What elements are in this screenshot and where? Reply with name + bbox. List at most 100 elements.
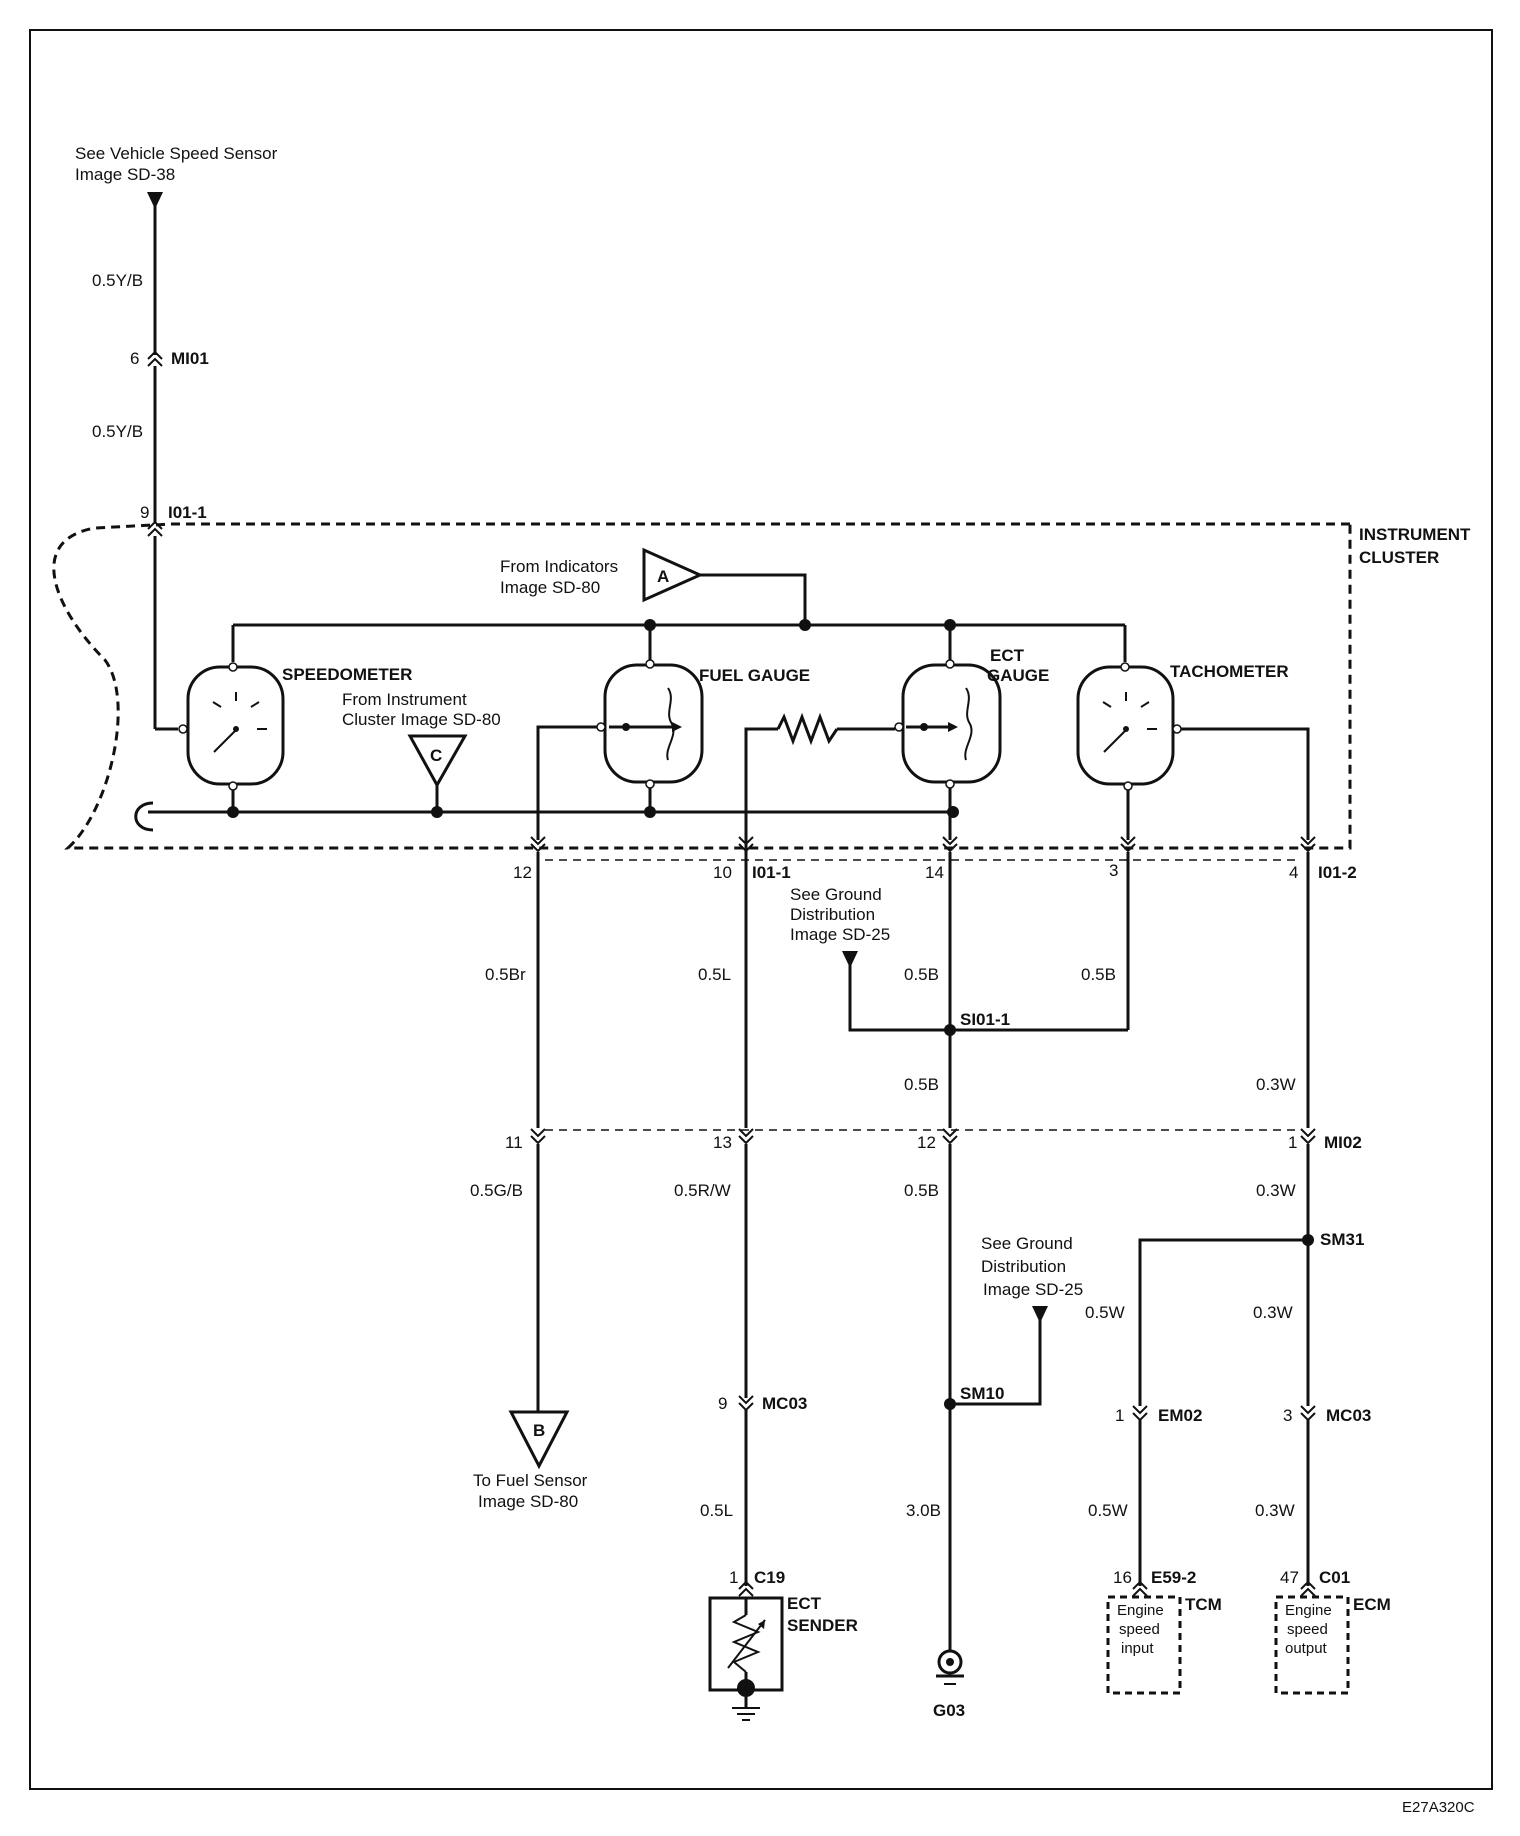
fuel-gauge bbox=[603, 663, 704, 784]
ground-ref1-line1: See Ground bbox=[790, 885, 882, 904]
ground-g03-label: G03 bbox=[933, 1701, 965, 1720]
fuel-sensor-ref-line2: Image SD-80 bbox=[478, 1492, 578, 1511]
pin-3-top: 3 bbox=[1109, 861, 1118, 880]
splice-sm31: SM31 bbox=[1320, 1230, 1364, 1249]
wire-label-l: 0.5L bbox=[698, 965, 731, 984]
offpage-b-triangle bbox=[508, 1410, 570, 1470]
wire-label-w6: 0.3W bbox=[1255, 1501, 1295, 1520]
speedometer bbox=[186, 665, 285, 786]
em02-label: EM02 bbox=[1158, 1406, 1202, 1425]
c19-pin: 1 bbox=[729, 1568, 738, 1587]
thermistor-icon bbox=[731, 1614, 761, 1673]
speedometer-dial-icon bbox=[212, 692, 267, 753]
ecm-box-line3: output bbox=[1285, 1640, 1328, 1657]
wire-label-gb: 0.5G/B bbox=[470, 1181, 523, 1200]
page-border bbox=[29, 29, 1493, 1790]
offpage-a-letter: A bbox=[657, 567, 669, 586]
ecm-label: ECM bbox=[1353, 1595, 1391, 1614]
offpage-c-letter: C bbox=[430, 746, 442, 765]
e59-2-pin: 16 bbox=[1113, 1568, 1132, 1587]
ect-sender-ground-icon bbox=[732, 1697, 760, 1721]
ect-gauge-label-2: GAUGE bbox=[987, 666, 1049, 685]
fuel-sensor-ref-line1: To Fuel Sensor bbox=[473, 1471, 588, 1490]
mi02-label: MI02 bbox=[1324, 1133, 1362, 1152]
c01-label: C01 bbox=[1319, 1568, 1350, 1587]
tcm-box-line3: input bbox=[1121, 1640, 1154, 1657]
mc03-a-pin: 9 bbox=[718, 1394, 727, 1413]
c01-pin: 47 bbox=[1280, 1568, 1299, 1587]
wire-label-rw: 0.5R/W bbox=[674, 1181, 731, 1200]
pin-4-top: 4 bbox=[1289, 863, 1298, 882]
c19-label: C19 bbox=[754, 1568, 785, 1587]
ground-ref1-line2: Distribution bbox=[790, 905, 875, 924]
diagram-code: E27A320C bbox=[1402, 1799, 1475, 1816]
e59-2-label: E59-2 bbox=[1151, 1568, 1196, 1587]
tachometer-dial-icon bbox=[1102, 692, 1157, 753]
splice-si01-1: SI01-1 bbox=[960, 1010, 1010, 1029]
tcm-label: TCM bbox=[1185, 1595, 1222, 1614]
wire-label-b3: 0.5B bbox=[904, 1075, 939, 1094]
mi01-pin: 6 bbox=[130, 349, 139, 368]
i01-1-bottom-label: I01-1 bbox=[752, 863, 791, 882]
wire-label-top1: 0.5Y/B bbox=[92, 271, 143, 290]
ic-ref-line2: Cluster Image SD-80 bbox=[342, 710, 501, 729]
indicators-ref-line2: Image SD-80 bbox=[500, 578, 600, 597]
fuel-gauge-label: FUEL GAUGE bbox=[699, 666, 810, 685]
mc03-b-pin: 3 bbox=[1283, 1406, 1292, 1425]
instrument-cluster-outline bbox=[52, 522, 1352, 850]
ecm-box bbox=[1274, 1595, 1350, 1695]
tachometer bbox=[1076, 665, 1175, 786]
offpage-a-triangle bbox=[642, 547, 704, 603]
i01-1-top-label: I01-1 bbox=[168, 503, 207, 522]
ground-ref2-line3: Image SD-25 bbox=[983, 1280, 1083, 1299]
ect-gauge-label-1: ECT bbox=[990, 646, 1025, 665]
speedometer-label: SPEEDOMETER bbox=[282, 665, 412, 684]
vss-ref-line1: See Vehicle Speed Sensor bbox=[75, 144, 278, 163]
ect-gauge bbox=[901, 663, 1002, 784]
pin-11: 11 bbox=[505, 1133, 523, 1152]
ecm-box-line2: speed bbox=[1287, 1621, 1328, 1638]
offpage-c-triangle bbox=[407, 734, 468, 789]
ground-ref2-line1: See Ground bbox=[981, 1234, 1073, 1253]
wire-label-b4: 0.5B bbox=[904, 1181, 939, 1200]
ic-ref-line1: From Instrument bbox=[342, 690, 467, 709]
ground-ref2-line2: Distribution bbox=[981, 1257, 1066, 1276]
instrument-cluster-label-1: INSTRUMENT bbox=[1359, 525, 1471, 544]
tcm-box-line2: speed bbox=[1119, 1621, 1160, 1638]
mc03-b-label: MC03 bbox=[1326, 1406, 1371, 1425]
wire-label-b1: 0.5B bbox=[904, 965, 939, 984]
mc03-a-label: MC03 bbox=[762, 1394, 807, 1413]
wire-label-b5: 3.0B bbox=[906, 1501, 941, 1520]
pin-13: 13 bbox=[713, 1133, 732, 1152]
ect-sender-label-1: ECT bbox=[787, 1594, 822, 1613]
wire-label-w5: 0.5W bbox=[1088, 1501, 1128, 1520]
wire-label-w2: 0.3W bbox=[1256, 1181, 1296, 1200]
ground-ref1-arrow bbox=[842, 951, 858, 968]
wire-label-b2: 0.5B bbox=[1081, 965, 1116, 984]
i01-1-top-pin: 9 bbox=[140, 503, 149, 522]
pin-12-top: 12 bbox=[513, 863, 532, 882]
ground-g03-icon bbox=[936, 1649, 964, 1685]
vss-ref-line2: Image SD-38 bbox=[75, 165, 175, 184]
wire-label-w3: 0.5W bbox=[1085, 1303, 1125, 1322]
indicators-ref-line1: From Indicators bbox=[500, 557, 618, 576]
splice-sm10: SM10 bbox=[960, 1384, 1004, 1403]
pin-12-mid: 12 bbox=[917, 1133, 936, 1152]
i01-2-label: I01-2 bbox=[1318, 863, 1357, 882]
resistor-icon bbox=[776, 712, 839, 746]
tcm-box bbox=[1106, 1595, 1182, 1695]
tcm-box-line1: Engine bbox=[1117, 1602, 1164, 1619]
ground-ref1-line3: Image SD-25 bbox=[790, 925, 890, 944]
wire-label-top2: 0.5Y/B bbox=[92, 422, 143, 441]
wire-label-br: 0.5Br bbox=[485, 965, 526, 984]
pin-10-top: 10 bbox=[713, 863, 732, 882]
offpage-b-letter: B bbox=[533, 1421, 545, 1440]
wire-label-w1: 0.3W bbox=[1256, 1075, 1296, 1094]
em02-pin: 1 bbox=[1115, 1406, 1124, 1425]
ecm-box-line1: Engine bbox=[1285, 1602, 1332, 1619]
ect-sender-label-2: SENDER bbox=[787, 1616, 858, 1635]
wire-label-l2: 0.5L bbox=[700, 1501, 733, 1520]
mi01-label: MI01 bbox=[171, 349, 209, 368]
instrument-cluster-label-2: CLUSTER bbox=[1359, 548, 1439, 567]
